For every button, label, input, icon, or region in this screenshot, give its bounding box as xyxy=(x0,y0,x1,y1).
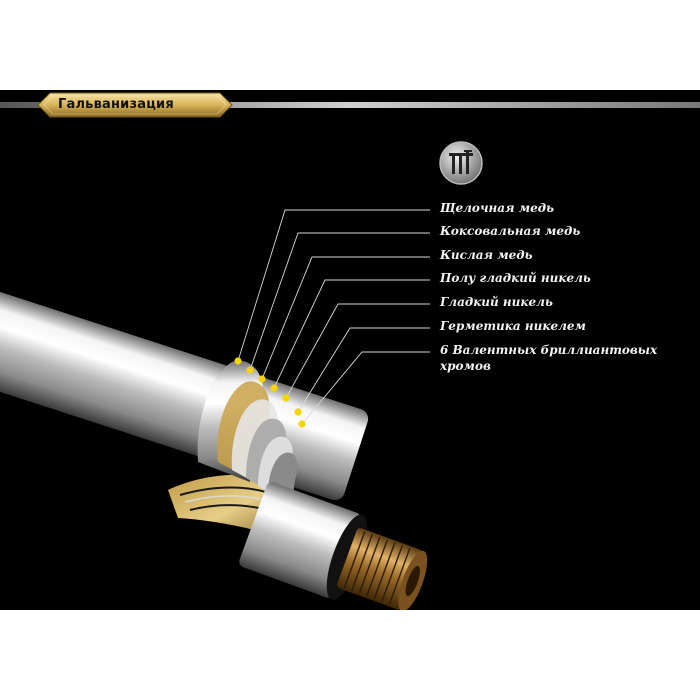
leader-line-1 xyxy=(237,209,430,362)
leader-line-7 xyxy=(301,351,430,425)
leader-line-6 xyxy=(297,327,430,413)
leader-line-4 xyxy=(273,279,430,389)
leader-line-2 xyxy=(249,232,430,371)
layer-label-2: Коксовальная медь xyxy=(440,224,581,238)
pipe-illustration xyxy=(0,209,430,610)
layer-dot-3 xyxy=(258,375,266,383)
chrome-pipe xyxy=(0,285,369,501)
header-bar xyxy=(0,92,700,118)
layer-label-3: Кислая медь xyxy=(440,248,533,262)
layer-dot-5 xyxy=(282,394,290,402)
leader-line-3 xyxy=(261,256,430,380)
layer-label-5: Гладкий никель xyxy=(440,295,553,309)
layer-label-6: Герметика никелем xyxy=(440,319,586,333)
layer-dot-1 xyxy=(234,357,242,365)
layer-dot-6 xyxy=(294,408,302,416)
layer-label-4: Полу гладкий никель xyxy=(440,271,591,285)
leader-lines xyxy=(237,209,430,425)
pipe-fitting xyxy=(239,482,428,610)
layer-dot-4 xyxy=(270,384,278,392)
page-title: Гальванизация xyxy=(58,97,174,112)
layer-label-1: Щелочная медь xyxy=(440,201,555,215)
galvanization-panel: Гальванизация xyxy=(0,90,700,610)
layer-label-7-line-2: хромов xyxy=(440,359,491,373)
plating-layers xyxy=(197,360,298,510)
faucet-logo-icon xyxy=(439,141,483,185)
layer-dot-7 xyxy=(298,420,306,428)
layer-dot-2 xyxy=(246,366,254,374)
leader-line-5 xyxy=(285,303,430,399)
layer-dots xyxy=(234,357,306,428)
layer-label-7: 6 Валентных бриллиантовых xyxy=(440,343,658,357)
